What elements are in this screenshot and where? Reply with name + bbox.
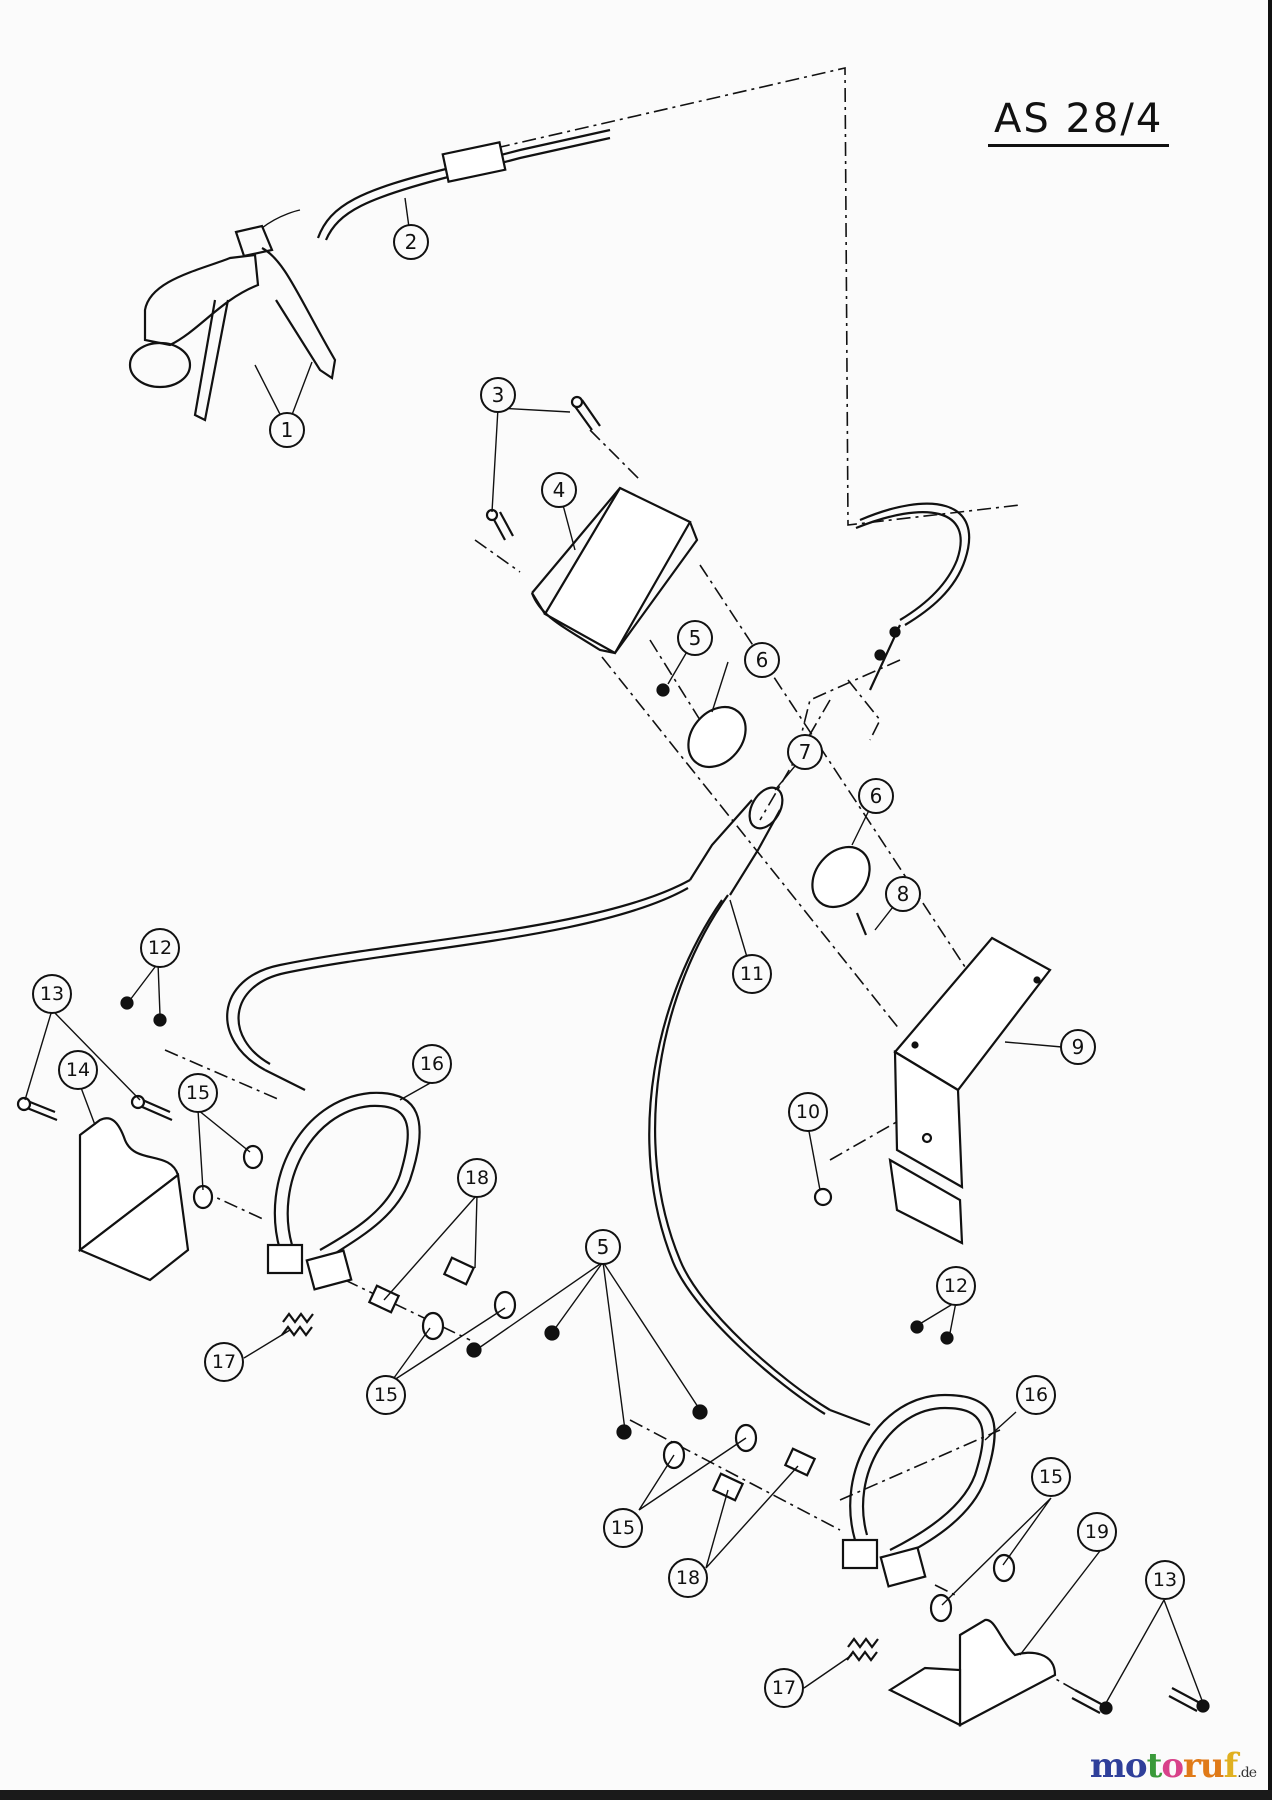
callout-11[interactable]: 11 bbox=[732, 954, 772, 994]
callout-4[interactable]: 4 bbox=[541, 472, 577, 508]
disc-plates-and-nut bbox=[656, 683, 871, 936]
brake-cable-upper bbox=[316, 128, 611, 241]
assembly-guide-lines bbox=[164, 66, 1076, 1691]
handle-grip-assembly bbox=[128, 209, 337, 422]
callout-18-right[interactable]: 18 bbox=[668, 1558, 708, 1598]
right-bracket-part-19 bbox=[887, 1618, 1210, 1727]
brake-band-right bbox=[841, 1393, 1016, 1623]
scan-edge-right bbox=[1268, 0, 1272, 1800]
callout-6-upper[interactable]: 6 bbox=[744, 642, 780, 678]
watermark-letter: f bbox=[1223, 1746, 1239, 1786]
watermark-letter: o bbox=[1124, 1746, 1148, 1786]
callout-16-right[interactable]: 16 bbox=[1016, 1375, 1056, 1415]
callout-15-middle[interactable]: 15 bbox=[366, 1375, 406, 1415]
callout-6-lower[interactable]: 6 bbox=[858, 778, 894, 814]
watermark-letter: t bbox=[1146, 1746, 1163, 1786]
callout-13-left[interactable]: 13 bbox=[32, 974, 72, 1014]
callout-15-right[interactable]: 15 bbox=[1031, 1457, 1071, 1497]
mounting-bracket-part-9 bbox=[888, 936, 1052, 1245]
brake-cable-loop bbox=[855, 502, 971, 691]
motoruf-watermark: motoruf.de bbox=[1089, 1746, 1257, 1786]
spacers-washers-middle bbox=[367, 1256, 817, 1502]
callout-12-right[interactable]: 12 bbox=[936, 1266, 976, 1306]
callout-5-middle[interactable]: 5 bbox=[585, 1229, 621, 1265]
nut-and-screws bbox=[120, 996, 954, 1345]
watermark-suffix: .de bbox=[1237, 1765, 1257, 1781]
brake-band-left bbox=[266, 1091, 421, 1291]
callout-leader-lines bbox=[24, 197, 1204, 1704]
callout-10[interactable]: 10 bbox=[788, 1092, 828, 1132]
callout-8[interactable]: 8 bbox=[885, 876, 921, 912]
callout-18-left[interactable]: 18 bbox=[457, 1158, 497, 1198]
watermark-letter: m bbox=[1089, 1746, 1126, 1786]
callout-5-upper[interactable]: 5 bbox=[677, 620, 713, 656]
left-bracket-part-14 bbox=[16, 1094, 264, 1282]
callout-16-left[interactable]: 16 bbox=[412, 1044, 452, 1084]
callout-17-right[interactable]: 17 bbox=[764, 1668, 804, 1708]
callout-19[interactable]: 19 bbox=[1077, 1512, 1117, 1552]
callout-15-lower[interactable]: 15 bbox=[603, 1508, 643, 1548]
diagram-title: AS 28/4 bbox=[988, 96, 1170, 147]
callout-15-left[interactable]: 15 bbox=[178, 1073, 218, 1113]
callout-1[interactable]: 1 bbox=[269, 412, 305, 448]
callout-9[interactable]: 9 bbox=[1060, 1029, 1096, 1065]
cable-yoke-part-7 bbox=[226, 786, 871, 1427]
callout-7[interactable]: 7 bbox=[787, 734, 823, 770]
housing-block-part-4 bbox=[530, 486, 699, 655]
bolts-part-3 bbox=[485, 395, 601, 541]
callout-3[interactable]: 3 bbox=[480, 377, 516, 413]
callout-12-left[interactable]: 12 bbox=[140, 928, 180, 968]
scan-edge-bottom bbox=[0, 1790, 1272, 1800]
callout-14[interactable]: 14 bbox=[58, 1050, 98, 1090]
watermark-letter: u bbox=[1199, 1746, 1225, 1786]
callout-17-left[interactable]: 17 bbox=[204, 1342, 244, 1382]
watermark-letter: r bbox=[1183, 1746, 1201, 1786]
callout-13-right[interactable]: 13 bbox=[1145, 1560, 1185, 1600]
springs-part-17 bbox=[281, 1312, 879, 1662]
callout-2[interactable]: 2 bbox=[393, 224, 429, 260]
watermark-letter: o bbox=[1161, 1746, 1184, 1786]
